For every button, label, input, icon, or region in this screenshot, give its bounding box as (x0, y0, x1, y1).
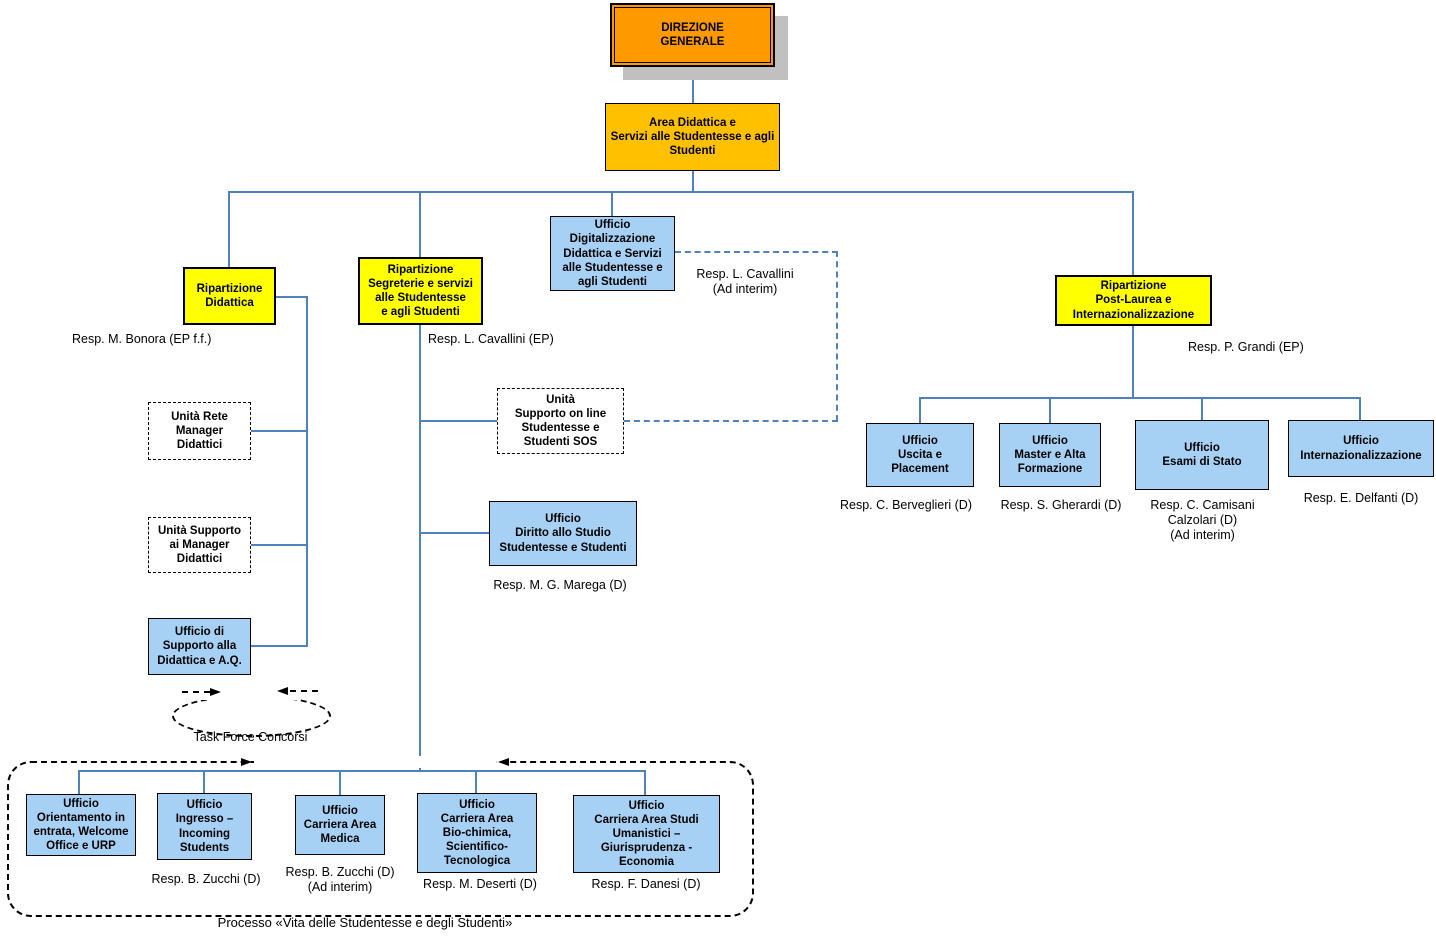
node-ufficio-uscita-placement: Ufficio Uscita e Placement (866, 423, 974, 487)
dashed-arrow-line (290, 690, 318, 692)
connector-line (1201, 397, 1203, 420)
connector-line (1049, 397, 1051, 423)
node-ufficio-carriera-biochimica: Ufficio Carriera Area Bio-chimica, Scien… (417, 793, 537, 873)
node-ufficio-ingresso: Ufficio Ingresso – Incoming Students (157, 793, 252, 860)
node-ufficio-internazionalizzazione: Ufficio Internazionalizzazione (1288, 420, 1434, 477)
node-ufficio-carriera-medica: Ufficio Carriera Area Medica (295, 795, 385, 855)
dashed-connector-line (836, 251, 838, 421)
dashed-connector-line (624, 420, 838, 422)
connector-line (692, 171, 694, 192)
connector-line (339, 770, 341, 795)
dashed-arrow-line (182, 691, 210, 693)
node-direzione-generale: DIREZIONE GENERALE (610, 3, 775, 67)
arrow-right-icon (241, 758, 252, 766)
resp-zucchi: Resp. B. Zucchi (D) (151, 872, 261, 886)
node-ripartizione-segreterie: Ripartizione Segreterie e servizi alle S… (358, 257, 483, 325)
node-ufficio-orientamento: Ufficio Orientamento in entrata, Welcome… (26, 794, 136, 856)
arrow-right-icon (210, 688, 221, 696)
resp-cavallini-interim: Resp. L. Cavallini (Ad interim) (696, 267, 794, 296)
node-ufficio-carriera-umanistici: Ufficio Carriera Area Studi Umanistici –… (573, 795, 720, 873)
connector-line (306, 296, 308, 647)
connector-line (251, 544, 306, 546)
resp-camisani: Resp. C. Camisani Calzolari (D) (Ad inte… (1150, 498, 1255, 542)
connector-line (692, 67, 694, 105)
connector-line (919, 397, 1361, 399)
node-ripartizione-didattica: Ripartizione Didattica (183, 267, 276, 325)
node-ufficio-digitalizzazione: Ufficio Digitalizzazione Didattica e Ser… (550, 216, 675, 291)
resp-cavallini-ep: Resp. L. Cavallini (EP) (428, 332, 554, 346)
resp-berveglieri: Resp. C. Berveglieri (D) (840, 498, 972, 512)
container-gap (254, 756, 496, 768)
resp-zucchi-interim: Resp. B. Zucchi (D) (Ad interim) (285, 865, 395, 894)
node-ripartizione-post-laurea: Ripartizione Post-Laurea e Internazional… (1055, 275, 1212, 326)
node-ufficio-diritto-studio: Ufficio Diritto allo Studio Studentesse … (489, 501, 637, 566)
resp-danesi: Resp. F. Danesi (D) (591, 877, 701, 891)
node-ufficio-esami-stato: Ufficio Esami di Stato (1135, 420, 1269, 490)
connector-line (203, 770, 205, 793)
node-unita-sos: Unità Supporto on line Studentesse e Stu… (497, 388, 624, 454)
resp-delfanti: Resp. E. Delfanti (D) (1303, 491, 1419, 505)
node-unita-rete-manager: Unità Rete Manager Didattici (148, 402, 251, 460)
connector-line (228, 191, 230, 267)
connector-line (419, 325, 421, 772)
connector-line (644, 770, 646, 795)
node-ufficio-master: Ufficio Master e Alta Formazione (999, 423, 1101, 487)
arrow-left-icon (498, 758, 509, 766)
connector-line (419, 420, 497, 422)
node-label: DIREZIONE GENERALE (614, 7, 771, 63)
connector-line (611, 191, 613, 216)
connector-line (419, 532, 489, 534)
connector-line (419, 191, 421, 257)
connector-line (1132, 326, 1134, 398)
resp-bonora: Resp. M. Bonora (EP f.f.) (72, 332, 212, 346)
connector-line (276, 296, 308, 298)
connector-line (1132, 191, 1134, 275)
connector-line (1359, 397, 1361, 420)
connector-line (228, 191, 1134, 193)
resp-grandi: Resp. P. Grandi (EP) (1188, 340, 1304, 354)
connector-line (251, 645, 306, 647)
arrow-left-icon (277, 687, 288, 695)
connector-line (475, 770, 477, 793)
connector-line (78, 770, 646, 772)
dashed-connector-line (675, 251, 838, 253)
task-force-label: Task Force Concorsi (193, 730, 308, 744)
resp-gherardi: Resp. S. Gherardi (D) (1000, 498, 1122, 512)
node-ufficio-supporto-didattica: Ufficio di Supporto alla Didattica e A.Q… (148, 618, 251, 675)
ellipse-gap (200, 692, 300, 700)
connector-line (251, 430, 306, 432)
resp-marega: Resp. M. G. Marega (D) (493, 578, 627, 592)
node-unita-supporto-manager: Unità Supporto ai Manager Didattici (148, 517, 251, 573)
connector-line (78, 770, 80, 794)
connector-line (919, 397, 921, 423)
node-area-didattica: Area Didattica e Servizi alle Studentess… (605, 103, 780, 171)
resp-deserti: Resp. M. Deserti (D) (423, 877, 537, 891)
processo-caption: Processo «Vita delle Studentesse e degli… (217, 915, 513, 930)
